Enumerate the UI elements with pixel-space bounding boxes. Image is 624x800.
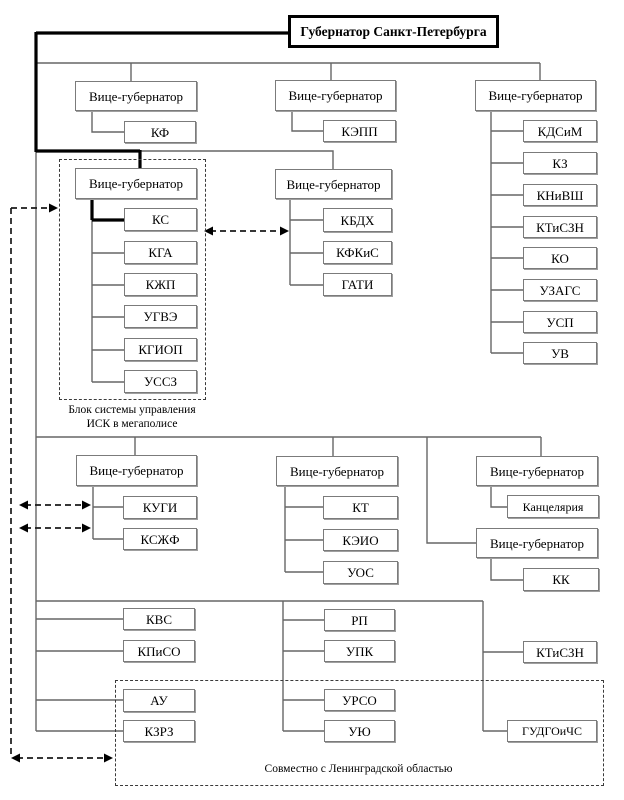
node-uos: УОС bbox=[323, 561, 398, 584]
dashed-feedback-lines bbox=[10, 207, 283, 759]
node-kga: КГА bbox=[124, 241, 197, 264]
node-governor: Губернатор Санкт-Петербурга bbox=[288, 15, 499, 48]
node-kz: КЗ bbox=[523, 152, 597, 174]
node-vice-governor-3: Вице-губернатор bbox=[475, 80, 596, 111]
node-ugve: УГВЭ bbox=[124, 305, 197, 328]
governor-trunk-line bbox=[34, 31, 288, 222]
node-kancelyariya: Канцелярия bbox=[507, 495, 599, 518]
node-urso: УРСО bbox=[324, 689, 395, 711]
node-uv: УВ bbox=[523, 342, 597, 364]
megapolis-caption-line2: ИСК в мегаполисе bbox=[86, 418, 178, 430]
dashed-arrow-heads bbox=[11, 203, 289, 763]
node-upk: УПК bbox=[324, 640, 395, 662]
node-vice-governor-1: Вице-губернатор bbox=[75, 81, 197, 111]
node-vice-governor-8: Вице-губернатор bbox=[476, 456, 598, 486]
node-kszhf: КСЖФ bbox=[123, 528, 197, 550]
solid-connectors bbox=[35, 62, 542, 732]
node-ktiszn-2: КТиСЗН bbox=[523, 641, 597, 663]
megapolis-caption-line1: Блок системы управления bbox=[68, 404, 196, 416]
node-kt: КТ bbox=[323, 496, 398, 519]
node-au: АУ bbox=[123, 689, 195, 712]
node-kugi: КУГИ bbox=[123, 496, 197, 519]
node-keio: КЭИО bbox=[323, 529, 398, 551]
node-kzrz: КЗРЗ bbox=[123, 720, 195, 742]
node-knivsh: КНиВШ bbox=[523, 184, 597, 206]
node-kgiop: КГИОП bbox=[124, 338, 197, 361]
node-uzags: УЗАГС bbox=[523, 279, 597, 301]
node-vice-governor-7: Вице-губернатор bbox=[276, 456, 398, 486]
joint-leningrad-caption: Совместно с Ленинградской областью bbox=[264, 763, 453, 775]
node-vice-governor-4: Вице-губернатор bbox=[75, 168, 197, 199]
node-gati: ГАТИ bbox=[323, 273, 392, 296]
node-kbdh: КБДХ bbox=[323, 208, 392, 232]
node-kfkis: КФКиС bbox=[323, 241, 392, 264]
node-vice-governor-2: Вице-губернатор bbox=[275, 80, 396, 111]
node-vice-governor-9: Вице-губернатор bbox=[476, 528, 598, 558]
node-kpiso: КПиСО bbox=[123, 640, 195, 662]
node-usp: УСП bbox=[523, 311, 597, 333]
node-kk: КК bbox=[523, 568, 599, 591]
node-vice-governor-5: Вице-губернатор bbox=[275, 169, 392, 199]
node-uyu: УЮ bbox=[324, 720, 395, 742]
node-ktiszn: КТиСЗН bbox=[523, 216, 597, 238]
node-rp: РП bbox=[324, 609, 395, 631]
megapolis-block-caption: Блок системы управления ИСК в мегаполисе bbox=[52, 403, 212, 431]
node-ussz: УССЗ bbox=[124, 370, 197, 393]
node-kf: КФ bbox=[124, 121, 196, 143]
node-kepp: КЭПП bbox=[323, 120, 396, 142]
node-gudgoichs: ГУДГОиЧС bbox=[507, 720, 597, 742]
node-kzhp: КЖП bbox=[124, 273, 197, 296]
node-kdsim: КДСиМ bbox=[523, 120, 597, 142]
node-vice-governor-6: Вице-губернатор bbox=[76, 455, 197, 486]
node-ks: КС bbox=[124, 208, 197, 231]
megapolis-block-frame bbox=[59, 159, 206, 400]
joint-leningrad-block-frame bbox=[115, 680, 604, 786]
node-ko: КО bbox=[523, 247, 597, 269]
node-kvs: КВС bbox=[123, 608, 195, 630]
